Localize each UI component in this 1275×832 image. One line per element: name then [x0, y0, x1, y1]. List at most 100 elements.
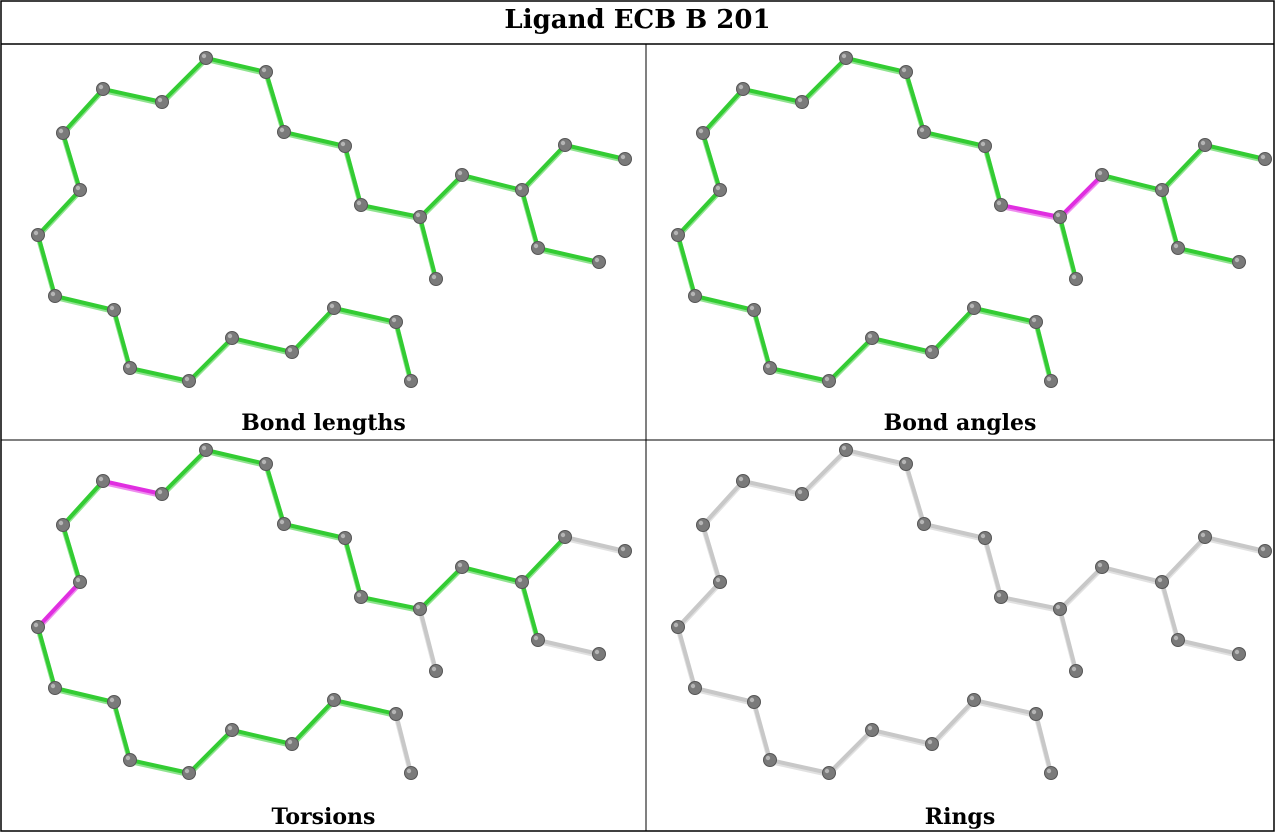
atom-highlight: [431, 274, 437, 280]
atom-highlight: [620, 546, 626, 552]
atom: [107, 303, 121, 317]
page-title: Ligand ECB B 201: [504, 5, 771, 35]
atom-highlight: [98, 476, 104, 482]
atom-highlight: [919, 127, 925, 133]
bond: [999, 595, 1062, 611]
bond: [394, 320, 413, 383]
atom: [56, 518, 70, 532]
atom-highlight: [261, 67, 267, 73]
bond: [930, 698, 976, 746]
atom: [404, 766, 418, 780]
bond: [676, 233, 697, 298]
atom: [389, 707, 403, 721]
bond: [800, 56, 848, 104]
bond: [827, 336, 874, 383]
atom-highlight: [1055, 212, 1061, 218]
bond: [460, 173, 524, 192]
atom: [1069, 664, 1083, 678]
atom-highlight: [1173, 243, 1179, 249]
atom-highlight: [406, 376, 412, 382]
atom: [48, 681, 62, 695]
atom: [696, 518, 710, 532]
atom-highlight: [867, 725, 873, 731]
atom: [925, 345, 939, 359]
atom: [182, 766, 196, 780]
bond: [904, 70, 926, 134]
atom: [413, 210, 427, 224]
bond: [676, 188, 722, 237]
atom-highlight: [901, 67, 907, 73]
bond: [332, 698, 398, 716]
bond: [36, 580, 82, 629]
atom-highlight: [329, 695, 335, 701]
atom: [354, 590, 368, 604]
bond: [112, 700, 132, 762]
atom: [1258, 152, 1272, 166]
atom: [1198, 530, 1212, 544]
atom: [967, 301, 981, 315]
bond: [999, 203, 1062, 219]
atom-highlight: [157, 489, 163, 495]
bond: [972, 306, 1038, 324]
bond: [768, 758, 831, 775]
panel-rings: [647, 441, 1273, 831]
atom-highlight: [969, 695, 975, 701]
bond: [359, 595, 422, 611]
atom-highlight: [1097, 562, 1103, 568]
bond: [1176, 638, 1241, 656]
atom: [925, 737, 939, 751]
atom: [277, 125, 291, 139]
atom-highlight: [797, 97, 803, 103]
atom-highlight: [927, 739, 933, 745]
panel-bond-lengths: [2, 45, 645, 439]
atom-highlight: [594, 257, 600, 263]
bond: [563, 143, 627, 161]
bond: [101, 87, 164, 104]
caption-torsions: Torsions: [271, 804, 376, 830]
atom-highlight: [1157, 577, 1163, 583]
atom: [285, 345, 299, 359]
atom: [429, 664, 443, 678]
bond: [870, 728, 934, 746]
atom-highlight: [356, 592, 362, 598]
atom-highlight: [765, 363, 771, 369]
atom: [713, 575, 727, 589]
bond: [418, 173, 464, 219]
bond: [1176, 246, 1241, 264]
atom: [1044, 766, 1058, 780]
panel-bond-angles: [647, 45, 1273, 439]
bond: [1058, 607, 1078, 673]
caption-rings: Rings: [924, 804, 996, 830]
atom: [1258, 544, 1272, 558]
bond: [752, 700, 772, 762]
atom: [592, 647, 606, 661]
bond: [230, 336, 294, 354]
bond: [1203, 535, 1267, 553]
atom: [123, 753, 137, 767]
bond: [676, 625, 697, 690]
atom-highlight: [201, 53, 207, 59]
atom-highlight: [415, 604, 421, 610]
atom: [277, 517, 291, 531]
bond: [983, 536, 1003, 599]
atom: [713, 183, 727, 197]
atom-highlight: [560, 140, 566, 146]
atom-highlight: [356, 200, 362, 206]
atom-highlight: [109, 697, 115, 703]
atom: [1095, 168, 1109, 182]
atom: [455, 560, 469, 574]
atom-highlight: [1200, 532, 1206, 538]
atom: [671, 620, 685, 634]
atom-highlight: [980, 533, 986, 539]
atom: [354, 198, 368, 212]
atom: [592, 255, 606, 269]
atom: [96, 474, 110, 488]
bond: [1160, 535, 1207, 584]
bond: [61, 87, 105, 135]
atom-highlight: [1234, 649, 1240, 655]
bond: [870, 336, 934, 354]
bond: [701, 523, 722, 584]
bond: [768, 366, 831, 383]
bond: [536, 246, 601, 264]
atom-highlight: [1260, 546, 1266, 552]
